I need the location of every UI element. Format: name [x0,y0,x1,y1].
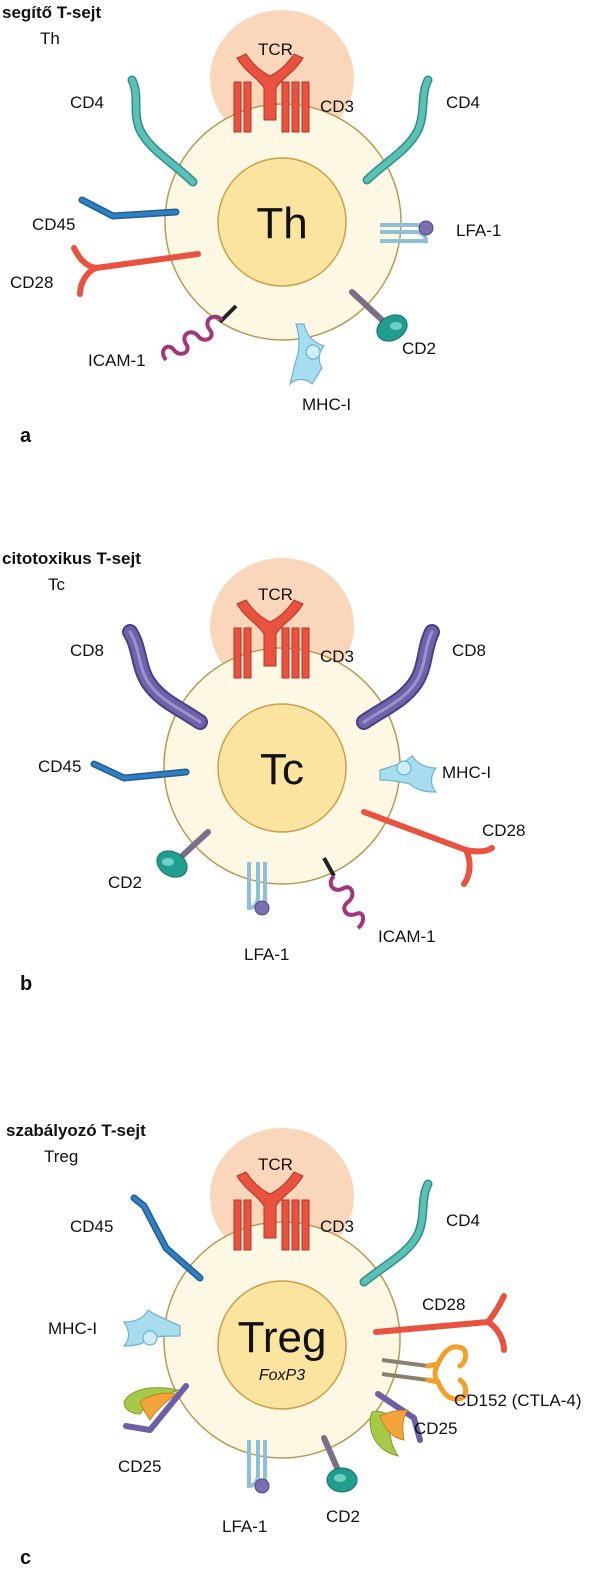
lfa1-label: LFA-1 [244,945,289,964]
cd2-label: CD2 [108,873,142,892]
cd28-icon [93,251,201,271]
lfa1-label: LFA-1 [456,221,501,240]
icam1-label: ICAM-1 [378,927,436,946]
cd3-label: CD3 [320,647,354,666]
cd152-label: CD152 (CTLA-4) [454,1391,582,1410]
cd3-label: CD3 [320,1217,354,1236]
icam1-icon [322,857,365,930]
core-sublabel: FoxP3 [259,1367,305,1384]
cd28-label: CD28 [422,1295,465,1314]
panel-title: szabályozó T-sejt [6,1121,146,1140]
cd4-label: CD4 [446,1211,480,1230]
mhc1-label: MHC-I [442,763,491,782]
cd45-label: CD45 [70,1217,113,1236]
panel-a: segítő T-sejt Th Th TCR CD3 CD4 CD4 CD45… [2,3,501,447]
tcr-label: TCR [258,40,293,59]
panel-c: szabályozó T-sejt Treg Treg FoxP3 TCR CD… [6,1121,582,1569]
panel-title: segítő T-sejt [2,3,102,22]
panel-letter: b [20,973,32,995]
mhc1-label: MHC-I [48,1319,97,1338]
panel-title: citotoxikus T-sejt [2,549,141,568]
cd2-icon [349,289,408,342]
cd25-right-label: CD25 [414,1419,457,1438]
core-label: Th [256,199,307,248]
cd3-label: CD3 [320,97,354,116]
cd2-label: CD2 [326,1507,360,1526]
panel-subtitle: Treg [44,1147,78,1166]
cd2-label: CD2 [402,339,436,358]
panel-subtitle: Th [40,29,60,48]
mhc1-icon [379,755,438,793]
lfa1-label: LFA-1 [222,1517,267,1536]
core-label: Tc [260,745,304,794]
panel-letter: a [20,425,32,447]
cd2-icon [321,1435,358,1493]
panel-b: citotoxikus T-sejt Tc Tc TCR CD3 CD8 CD8… [2,549,525,995]
cd28-label: CD28 [482,821,525,840]
cd152-icon [381,1344,469,1402]
cd8-icon [356,624,440,730]
panel-subtitle: Tc [48,575,66,594]
tcr-label: TCR [258,585,293,604]
mhc1-label: MHC-I [302,395,351,414]
nucleus [217,703,347,833]
mhc1-icon [122,1309,181,1347]
cd8-icon [122,624,208,730]
nucleus [217,157,347,287]
cd28-icon [373,1319,491,1335]
cd2-icon [156,829,211,878]
mhc1-icon [288,323,326,386]
core-label: Treg [238,1313,327,1362]
cd45-label: CD45 [38,757,81,776]
nucleus [217,1280,347,1410]
icam1-icon [161,304,238,362]
tcr-label: TCR [258,1155,293,1174]
cd8-left-label: CD8 [70,641,104,660]
cd8-right-label: CD8 [452,641,486,660]
cd4-right-label: CD4 [446,93,480,112]
icam1-label: ICAM-1 [88,351,146,370]
cd25-left-label: CD25 [118,1457,161,1476]
panel-letter: c [20,1547,31,1569]
cd25-icon [369,1391,423,1457]
cd4-left-label: CD4 [70,93,104,112]
cd28-icon [361,809,469,853]
cd45-label: CD45 [32,215,75,234]
cd28-label: CD28 [10,273,53,292]
cd25-icon [123,1383,189,1433]
